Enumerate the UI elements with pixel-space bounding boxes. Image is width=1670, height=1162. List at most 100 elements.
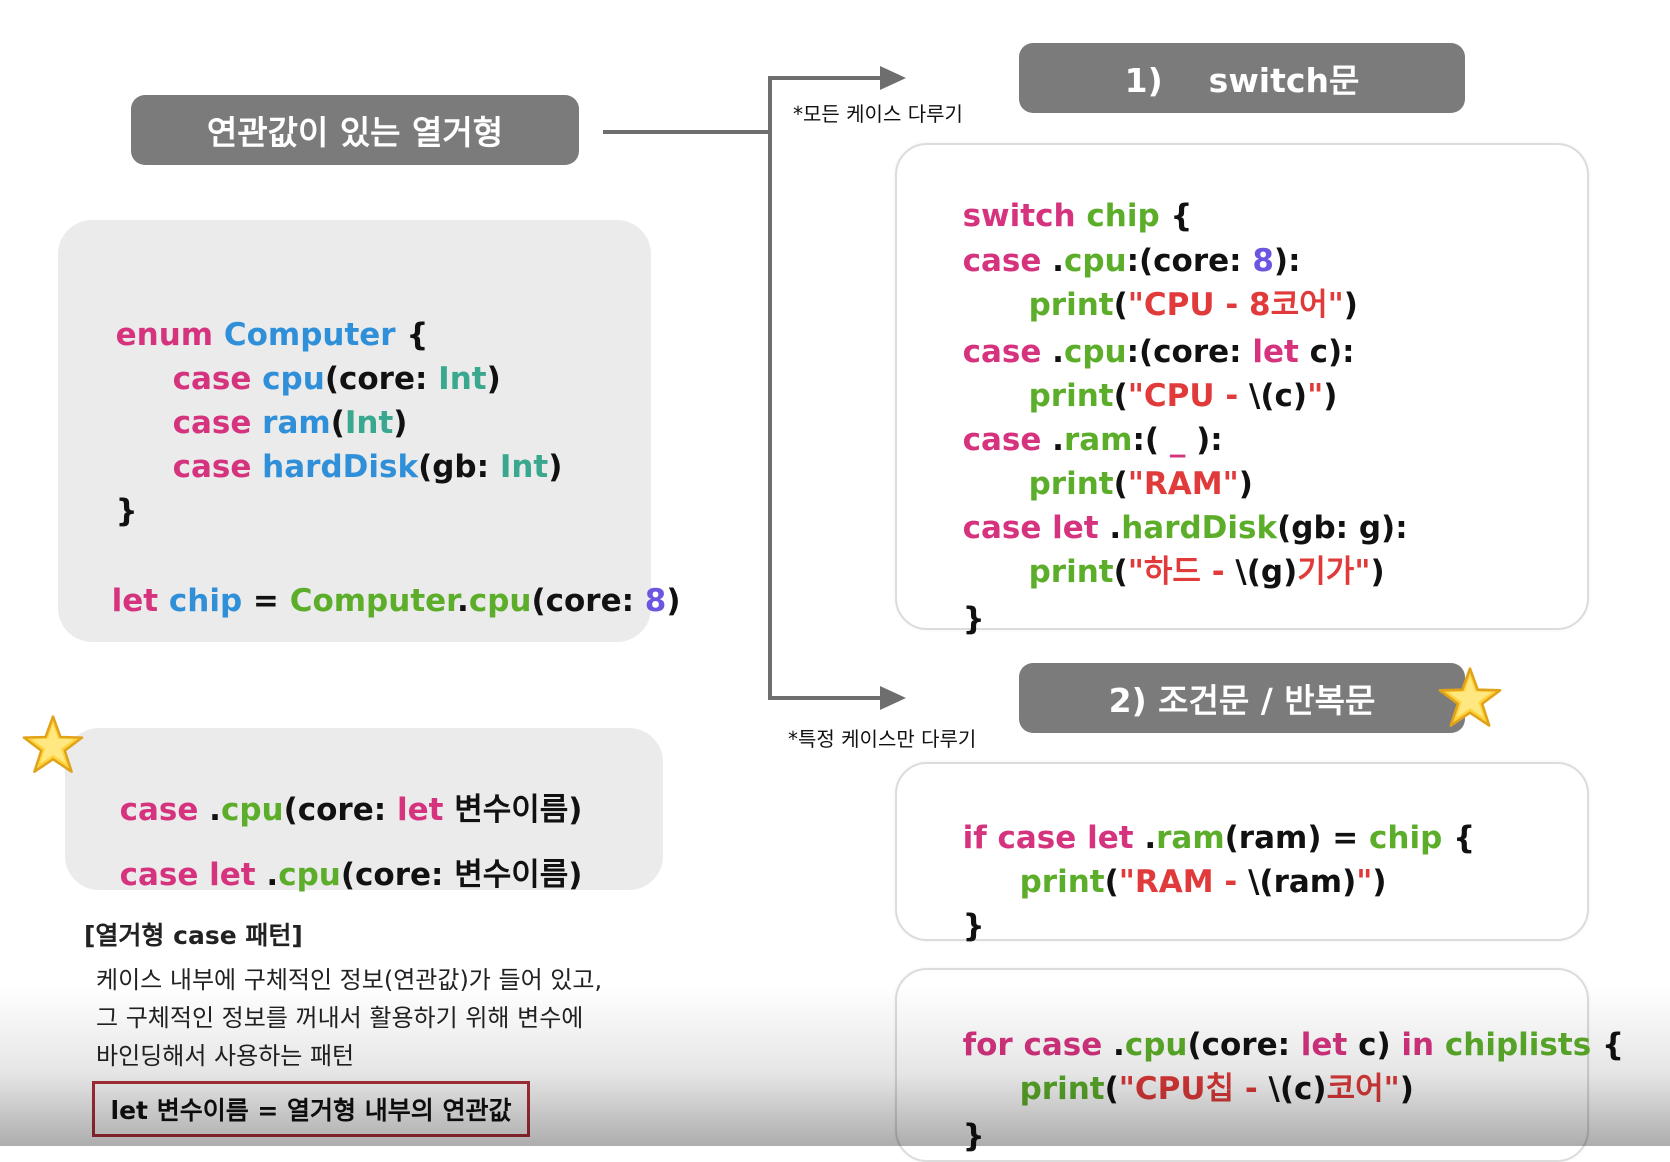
switch-line-4: case .cpu:(core: let c): <box>941 306 1355 368</box>
code-plain: ) <box>548 449 563 485</box>
code-case-name: hardDisk <box>251 449 419 485</box>
boxed-rule: let 변수이름 = 열거형 내부의 연관값 <box>92 1081 530 1137</box>
code-keyword: case <box>119 792 199 828</box>
switch-line-1: switch chip { <box>941 170 1193 232</box>
pattern-line-2: case let .cpu(core: 변수이름) <box>98 829 583 893</box>
code-keyword: case <box>172 405 252 441</box>
code-plain: ) <box>1323 378 1338 414</box>
code-type: Int <box>438 361 487 397</box>
code-plain: { <box>1591 1027 1625 1063</box>
code-string: "CPU - 8코어" <box>1127 287 1344 323</box>
if-code-card <box>895 762 1589 941</box>
code-function: print <box>1028 378 1114 414</box>
code-plain: c): <box>1298 334 1355 370</box>
code-plain: \(ram) <box>1248 864 1357 900</box>
if-line-2: print("RAM - \(ram)") <box>998 836 1387 898</box>
switch-line-3: print("CPU - 8코어") <box>1007 259 1358 321</box>
switch-title: 1) switch문 <box>1019 43 1465 113</box>
code-case-name: hardDisk <box>1121 510 1278 546</box>
code-case-name: cpu <box>278 857 341 893</box>
pattern-heading: [열거형 case 패턴] <box>84 921 303 950</box>
star-icon <box>22 714 84 781</box>
code-keyword: switch <box>962 198 1076 234</box>
code-keyword: case let <box>119 857 256 893</box>
code-case-name: ram <box>1063 422 1133 458</box>
main-title: 연관값이 있는 열거형 <box>131 95 579 165</box>
enum-line-2: case cpu(core: Int) <box>151 333 501 395</box>
code-plain: ( <box>1113 378 1128 414</box>
code-plain: . <box>1041 334 1064 370</box>
code-plain: . <box>457 583 469 619</box>
code-plain: (ram) = <box>1224 820 1370 856</box>
code-plain: . <box>1041 243 1064 279</box>
enum-line-4: case hardDisk(gb: Int) <box>151 421 563 485</box>
enum-line-3: case ram(Int) <box>151 377 408 441</box>
cond-note: *특정 케이스만 다루기 <box>788 727 977 751</box>
code-plain: } <box>115 493 138 529</box>
code-type: Computer <box>289 583 458 619</box>
code-keyword: if case let <box>962 820 1134 856</box>
code-keyword: in <box>1401 1027 1435 1063</box>
code-plain: . <box>255 857 279 893</box>
pattern-code-panel <box>65 728 663 890</box>
code-plain: (core: <box>1187 1027 1301 1063</box>
code-plain: ): <box>1273 243 1301 279</box>
code-string: "CPU - <box>1127 378 1250 414</box>
pattern-desc-line-3: 바인딩해서 사용하는 패턴 <box>96 1042 355 1070</box>
if-line-1: if case let .ram(ram) = chip { <box>941 792 1476 856</box>
switch-line-6: case .ram:( _ ): <box>941 394 1223 456</box>
code-identifier: chip <box>1075 198 1160 234</box>
code-plain: . <box>1098 510 1122 546</box>
code-plain: \(c) <box>1268 1071 1327 1107</box>
code-plain: . <box>1041 422 1064 458</box>
code-plain: ( <box>1113 287 1128 323</box>
code-keyword: let <box>1252 334 1299 370</box>
code-keyword: let <box>396 792 444 828</box>
code-plain: \(c) <box>1249 378 1308 414</box>
code-string: 기가" <box>1297 554 1371 590</box>
if-line-3: } <box>941 880 985 942</box>
code-string: "하드 - <box>1127 554 1236 590</box>
pattern-desc-line-1: 케이스 내부에 구체적인 정보(연관값)가 들어 있고, <box>96 966 603 994</box>
arrow-right-icon <box>880 686 906 710</box>
code-wildcard: _ <box>1169 422 1186 458</box>
code-keyword: case <box>172 361 252 397</box>
code-plain: ( <box>330 405 345 441</box>
code-function: print <box>1028 466 1114 502</box>
pattern-line-1: case .cpu(core: let 변수이름) <box>98 764 583 828</box>
code-plain: ) <box>1370 554 1385 590</box>
for-line-2: print("CPU칩 - \(c)코어") <box>998 1043 1414 1105</box>
switch-line-8: case let .hardDisk(gb: g): <box>941 482 1408 544</box>
code-case-name: cpu <box>1063 243 1127 279</box>
code-plain: ) <box>1238 466 1253 502</box>
enum-line-1: enum Computer { <box>94 289 429 353</box>
code-plain: c) <box>1347 1027 1402 1063</box>
code-plain: = <box>242 583 290 619</box>
code-case-name: cpu <box>468 583 532 619</box>
code-keyword: case <box>962 422 1042 458</box>
code-identifier: chiplists <box>1434 1027 1592 1063</box>
code-identifier: chip <box>158 583 243 619</box>
code-type: Int <box>499 449 549 485</box>
code-plain: } <box>962 908 985 944</box>
code-plain: } <box>962 1118 985 1154</box>
switch-line-5: print("CPU - \(c)") <box>1007 350 1338 414</box>
code-plain: ) <box>1343 287 1358 323</box>
code-function: print <box>1028 287 1114 323</box>
code-plain: . <box>1133 820 1157 856</box>
code-plain: ) <box>486 361 501 397</box>
code-case-name: cpu <box>1124 1027 1188 1063</box>
code-case-name: ram <box>1156 820 1225 856</box>
for-line-3: } <box>941 1090 985 1152</box>
code-function: print <box>1028 554 1114 590</box>
code-keyword: for case <box>962 1027 1103 1063</box>
code-plain: (gb: <box>418 449 500 485</box>
code-case-name: cpu <box>1063 334 1127 370</box>
code-string: 코어" <box>1326 1071 1400 1107</box>
switch-line-7: print("RAM") <box>1007 438 1253 500</box>
code-keyword: enum <box>115 317 214 353</box>
code-plain: (core: <box>324 361 439 397</box>
code-plain: ): <box>1185 422 1223 458</box>
switch-code-card <box>895 143 1589 630</box>
